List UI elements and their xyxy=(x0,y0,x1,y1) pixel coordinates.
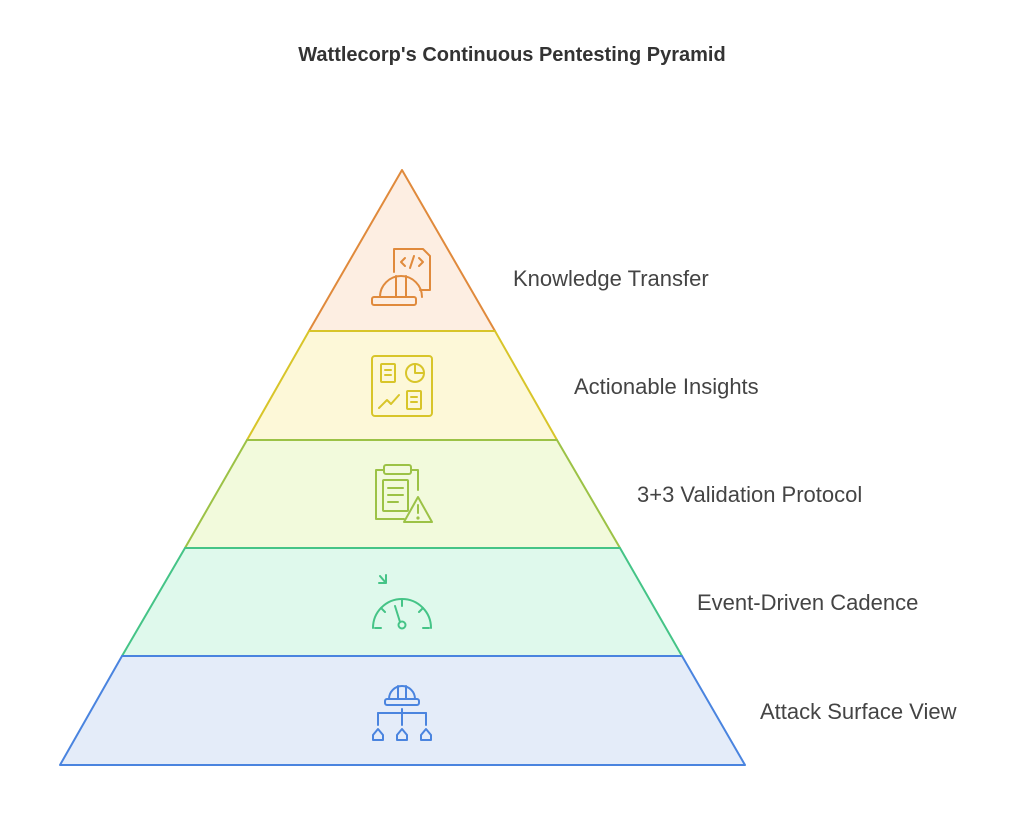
pyramid-level-validation-protocol: 3+3 Validation Protocol xyxy=(184,439,862,549)
pyramid-level-attack-surface-view: Attack Surface View xyxy=(59,655,957,766)
speedometer-icon xyxy=(372,574,432,630)
level-label-validation-protocol: 3+3 Validation Protocol xyxy=(637,482,862,507)
pyramid-level-actionable-insights: Actionable Insights xyxy=(246,330,759,441)
diagram-title: Wattlecorp's Continuous Pentesting Pyram… xyxy=(298,44,726,66)
level-label-knowledge-transfer: Knowledge Transfer xyxy=(513,266,709,291)
level-label-actionable-insights: Actionable Insights xyxy=(574,374,759,399)
pyramid-level-event-driven-cadence: Event-Driven Cadence xyxy=(121,547,918,657)
level-label-event-driven-cadence: Event-Driven Cadence xyxy=(697,590,918,615)
level-label-attack-surface-view: Attack Surface View xyxy=(760,699,957,724)
hierarchy-helmet-icon xyxy=(372,685,432,741)
dashboard-icon xyxy=(371,355,433,417)
engineer-code-file-icon xyxy=(371,248,431,306)
clipboard-warning-icon xyxy=(375,464,433,523)
pyramid-level-knowledge-transfer: Knowledge Transfer xyxy=(308,169,709,332)
